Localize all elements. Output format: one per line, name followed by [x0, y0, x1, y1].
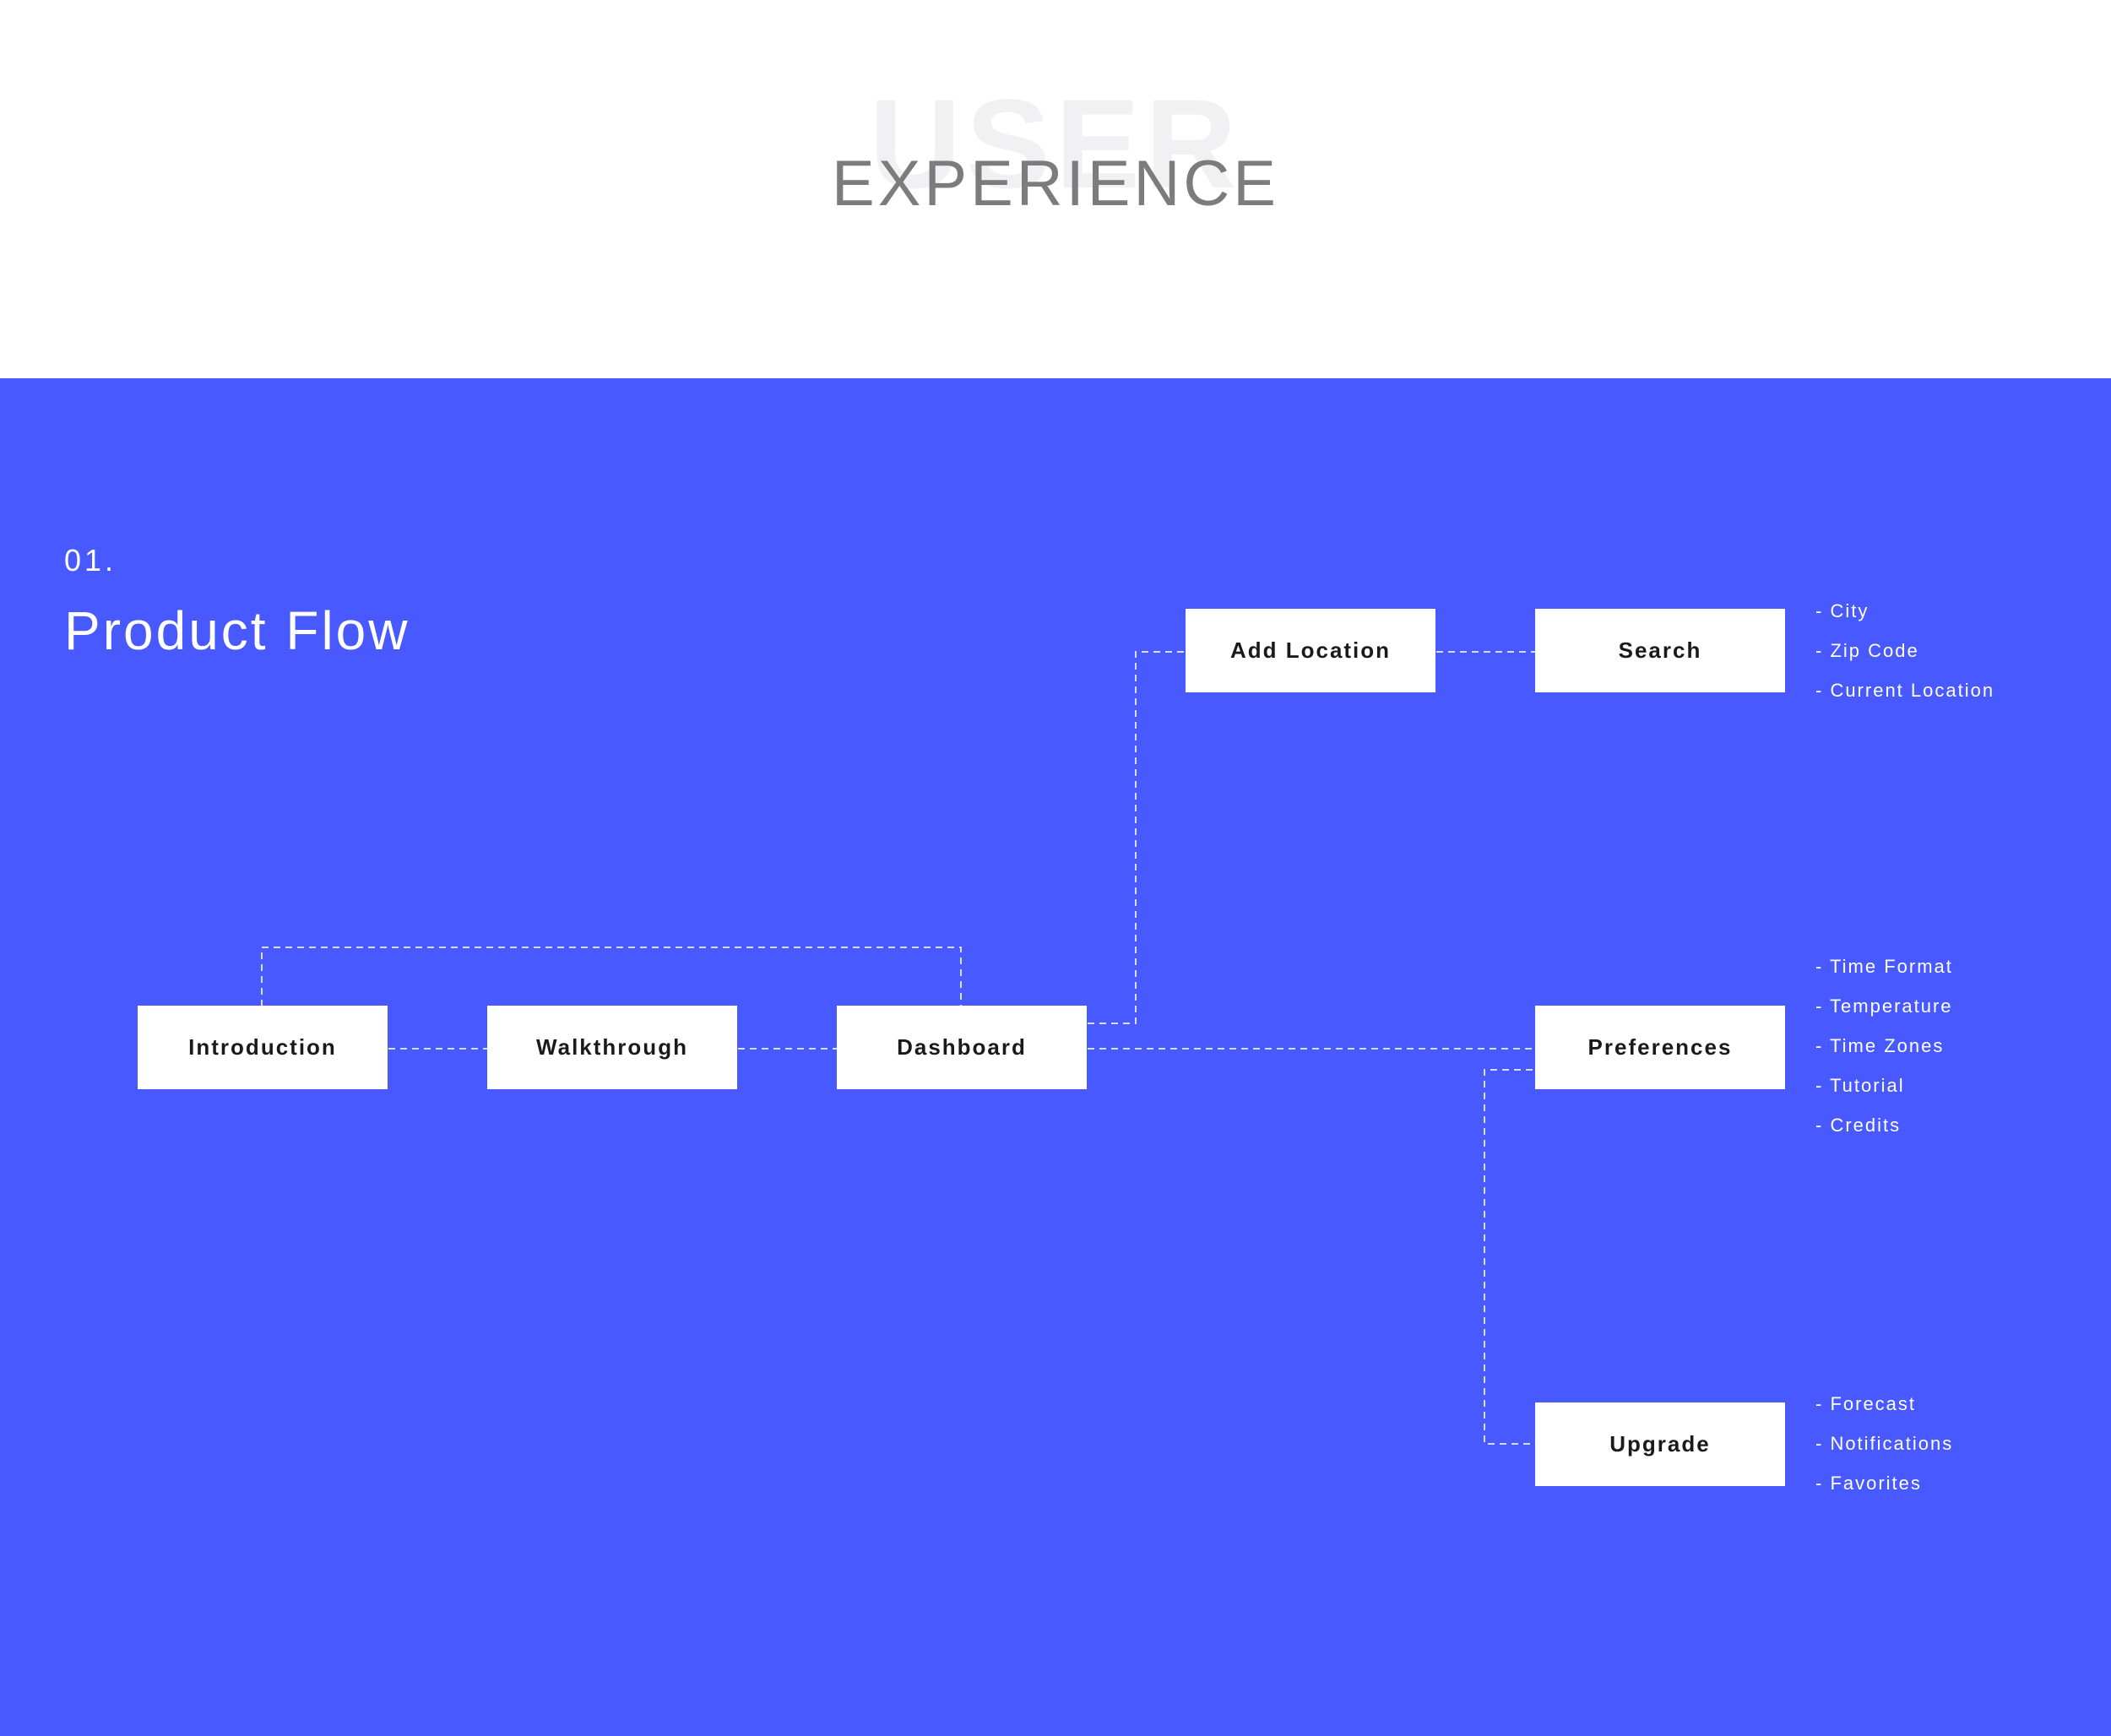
list-item: - Tutorial	[1815, 1075, 1905, 1096]
list-item: - Notifications	[1815, 1433, 1954, 1454]
list-item: - Temperature	[1815, 995, 1953, 1017]
section-number: 01.	[64, 543, 117, 578]
search-options-list: - City - Zip Code - Current Location	[1815, 591, 1994, 710]
list-item: - Time Format	[1815, 956, 1953, 977]
page-title: EXPERIENCE	[832, 148, 1279, 220]
connector-preferences-upgrade	[1484, 1069, 1556, 1445]
list-item: - Zip Code	[1815, 640, 1919, 661]
preferences-options-list: - Time Format - Temperature - Time Zones…	[1815, 947, 1953, 1145]
connector-introduction-dashboard-loop	[261, 947, 962, 1018]
list-item: - Current Location	[1815, 680, 1995, 701]
list-item: - City	[1815, 600, 1870, 621]
list-item: - Time Zones	[1815, 1035, 1945, 1056]
node-dashboard[interactable]: Dashboard	[837, 1006, 1087, 1089]
connector-dashboard-add-location	[1064, 651, 1207, 1024]
header: USER EXPERIENCE	[0, 0, 2111, 378]
header-background-word: USER	[869, 73, 1242, 214]
list-item: - Forecast	[1815, 1393, 1917, 1414]
node-add-location[interactable]: Add Location	[1186, 609, 1435, 692]
section-title: Product Flow	[64, 600, 410, 661]
node-introduction[interactable]: Introduction	[138, 1006, 388, 1089]
upgrade-options-list: - Forecast - Notifications - Favorites	[1815, 1384, 1953, 1503]
node-walkthrough[interactable]: Walkthrough	[487, 1006, 737, 1089]
node-upgrade[interactable]: Upgrade	[1535, 1402, 1785, 1486]
list-item: - Favorites	[1815, 1473, 1922, 1494]
list-item: - Credits	[1815, 1115, 1902, 1136]
node-search[interactable]: Search	[1535, 609, 1785, 692]
node-preferences[interactable]: Preferences	[1535, 1006, 1785, 1089]
